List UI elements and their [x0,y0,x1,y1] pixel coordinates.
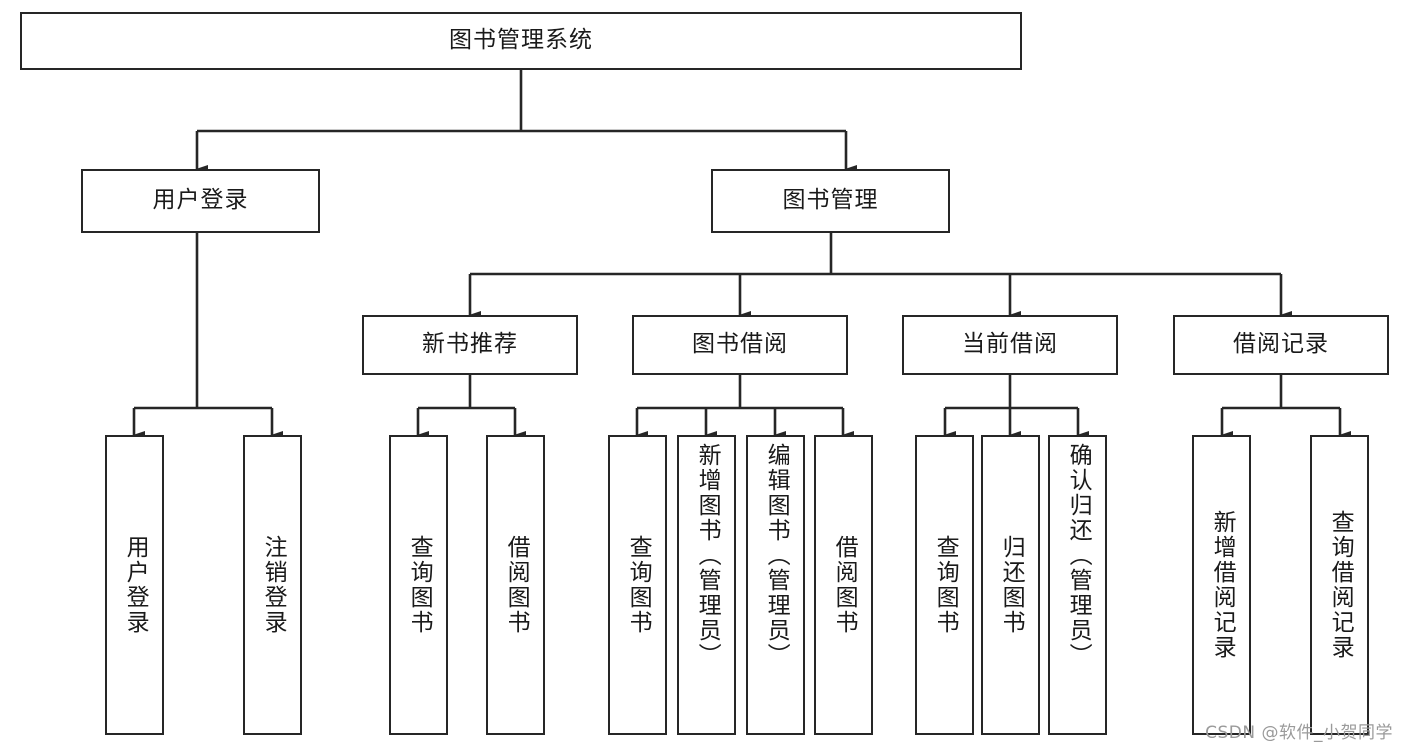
node-label: 查询图书 [406,535,433,635]
node-user-login[interactable]: 用户登录 [81,169,320,233]
node-label: 借阅记录 [1233,331,1329,358]
node-label: 用户登录 [122,535,149,635]
node-leaf-add-book[interactable]: 新增图书（管理员） [677,435,736,735]
node-label: 借阅图书 [831,535,858,635]
node-leaf-borrow-book-2[interactable]: 借阅图书 [814,435,873,735]
node-leaf-edit-book[interactable]: 编辑图书（管理员） [746,435,805,735]
node-label: 查询图书 [932,535,959,635]
node-root-book-management-system[interactable]: 图书管理系统 [20,12,1022,70]
node-leaf-query-book-3[interactable]: 查询图书 [915,435,974,735]
node-label: 确认归还（管理员） [1065,443,1092,668]
node-book-management[interactable]: 图书管理 [711,169,950,233]
node-label: 注销登录 [260,535,287,635]
node-label: 新书推荐 [422,331,518,358]
node-label: 用户登录 [152,187,249,214]
node-leaf-add-record[interactable]: 新增借阅记录 [1192,435,1251,735]
node-label: 图书管理 [782,187,879,214]
csdn-watermark: CSDN @软件_小贺同学 [1205,723,1393,743]
node-new-book-recommend[interactable]: 新书推荐 [362,315,578,375]
node-label: 编辑图书（管理员） [763,443,790,668]
node-label: 当前借阅 [962,331,1058,358]
node-current-borrow[interactable]: 当前借阅 [902,315,1118,375]
node-leaf-logout-login[interactable]: 注销登录 [243,435,302,735]
node-leaf-user-login[interactable]: 用户登录 [105,435,164,735]
node-label: 图书借阅 [692,331,788,358]
node-leaf-borrow-book-1[interactable]: 借阅图书 [486,435,545,735]
node-label: 查询借阅记录 [1327,510,1354,660]
node-label: 新增图书（管理员） [694,443,721,668]
node-label: 图书管理系统 [449,27,593,54]
node-leaf-return-book[interactable]: 归还图书 [981,435,1040,735]
node-label: 新增借阅记录 [1209,510,1236,660]
node-leaf-confirm-return[interactable]: 确认归还（管理员） [1048,435,1107,735]
node-leaf-query-book-2[interactable]: 查询图书 [608,435,667,735]
node-book-borrow[interactable]: 图书借阅 [632,315,848,375]
node-borrow-record[interactable]: 借阅记录 [1173,315,1389,375]
node-leaf-query-book-1[interactable]: 查询图书 [389,435,448,735]
node-leaf-query-record[interactable]: 查询借阅记录 [1310,435,1369,735]
node-label: 归还图书 [998,535,1025,635]
node-label: 借阅图书 [503,535,530,635]
node-label: 查询图书 [625,535,652,635]
